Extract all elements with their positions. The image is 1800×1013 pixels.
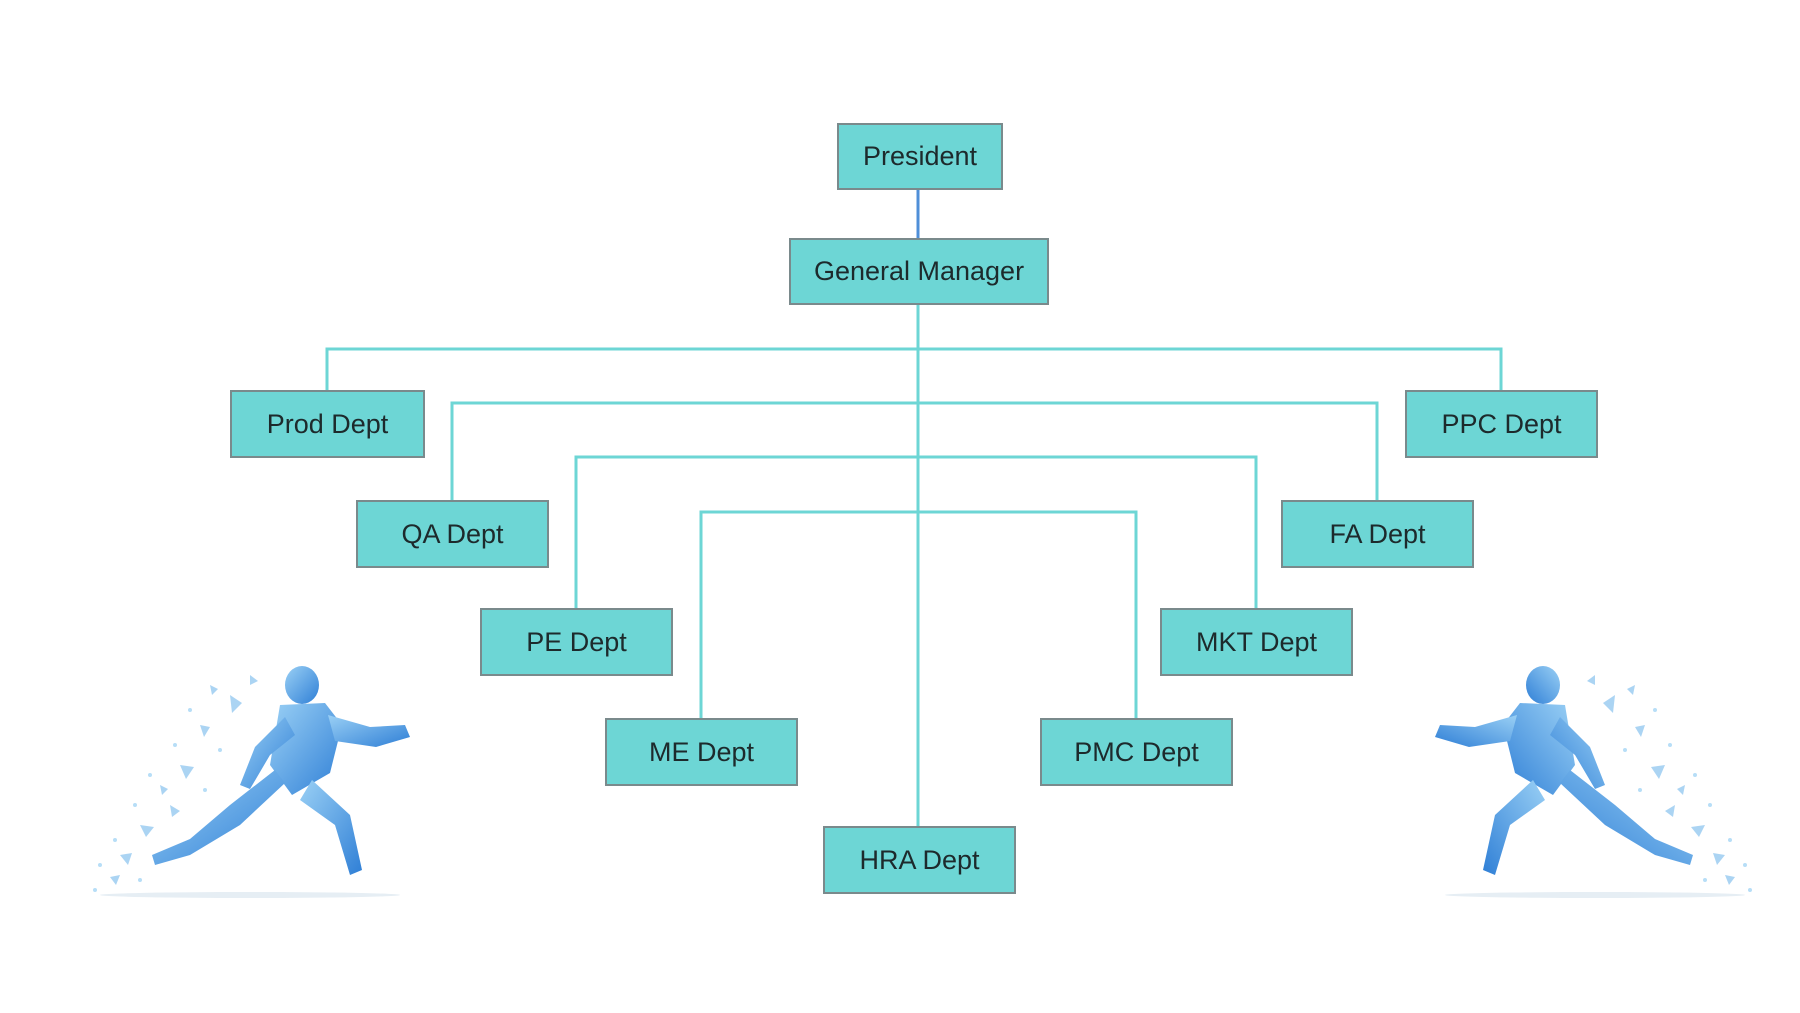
qa-dept-box: QA Dept	[356, 500, 549, 568]
me-dept-box: ME Dept	[605, 718, 798, 786]
general-manager-box: General Manager	[789, 238, 1049, 305]
pmc-dept-box: PMC Dept	[1040, 718, 1233, 786]
fa-dept-box: FA Dept	[1281, 500, 1474, 568]
sprinter-right-icon	[1435, 666, 1752, 898]
hra-dept-box: HRA Dept	[823, 826, 1016, 894]
ppc-dept-box: PPC Dept	[1405, 390, 1598, 458]
pe-dept-box: PE Dept	[480, 608, 673, 676]
connector-tier-pe-mkt	[574, 455, 1258, 608]
sprinter-left-icon	[93, 666, 410, 898]
connector-tier-prod-ppc	[325, 347, 1503, 390]
connector-tier-me-pmc	[699, 510, 1138, 718]
connector-tier-qa-fa	[450, 401, 1379, 500]
president-box: President	[837, 123, 1003, 190]
mkt-dept-box: MKT Dept	[1160, 608, 1353, 676]
prod-dept-box: Prod Dept	[230, 390, 425, 458]
